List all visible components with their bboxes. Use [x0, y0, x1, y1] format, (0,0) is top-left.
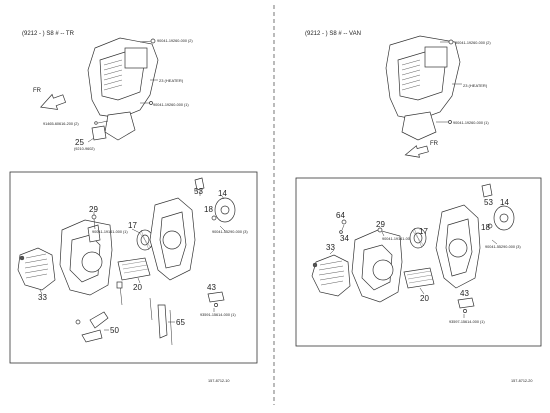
- right-label-18: 18: [481, 223, 490, 232]
- left-heater-unit: [87, 37, 159, 141]
- right-detail-box: [295, 177, 542, 347]
- right-label-heater: 23 (HEATER): [463, 83, 488, 88]
- left-pn-clip-mid: 90041-19260-000 (1): [153, 103, 189, 107]
- left-label-17: 17: [128, 221, 137, 230]
- right-header: (9212 - ) S8 # -- VAN: [305, 31, 361, 37]
- left-right-housing: [149, 197, 196, 281]
- left-label-29: 29: [89, 205, 98, 214]
- right-part-14-motor: [493, 205, 515, 231]
- left-detail-box: [9, 171, 258, 364]
- left-footer: 157-8712-10: [208, 379, 230, 383]
- left-part-20-filter: [117, 257, 151, 281]
- right-part-43: [457, 297, 475, 309]
- right-footer: 157-8712-20: [511, 379, 533, 383]
- left-label-25: 25: [75, 138, 84, 147]
- left-label-18: 18: [204, 205, 213, 214]
- right-label-53: 53: [484, 198, 493, 207]
- left-pn-29: 90041-19141-000 (1): [92, 230, 128, 234]
- right-pn-clip-top: 90041-19260-000 (2): [455, 41, 491, 45]
- right-pn-43: 93597-15614-000 (1): [449, 320, 485, 324]
- left-header: (9212 - ) S8 # -- TR: [22, 31, 75, 37]
- left-part-33: [17, 247, 56, 291]
- left-pn-43: 93591-15614-000 (1): [200, 313, 236, 317]
- right-label-64: 64: [336, 211, 345, 220]
- right-label-fr: FR: [430, 141, 439, 147]
- left-part-43: [207, 291, 225, 303]
- left-part-14-motor: [214, 197, 236, 223]
- right-part-53: [481, 183, 493, 198]
- right-main-housing: [351, 229, 403, 303]
- left-label-53: 53: [194, 187, 203, 196]
- right-pn-29: 90041-19141-000 (1): [382, 237, 418, 241]
- right-pn-clip-mid: 90041-19260-000 (1): [453, 121, 489, 125]
- left-linkage-parts: [75, 281, 173, 346]
- left-part-25-shape: [91, 125, 107, 141]
- right-right-housing: [435, 204, 481, 289]
- left-label-50: 50: [110, 326, 119, 335]
- right-label-14: 14: [500, 198, 509, 207]
- left-label-25-sub: (9210-9602): [74, 147, 95, 151]
- right-part-20-filter: [403, 267, 435, 289]
- right-label-17: 17: [419, 227, 428, 236]
- right-label-29: 29: [376, 220, 385, 229]
- right-fr-arrow-icon: [404, 145, 429, 158]
- left-label-33: 33: [38, 293, 47, 302]
- left-pn-bolt: 91465-60616-200 (2): [43, 122, 79, 126]
- left-pn-clip-top: 90041-19260-000 (2): [157, 39, 193, 43]
- right-heater-unit: [385, 35, 461, 141]
- right-panel: (9212 - ) S8 # -- VAN 90041-19260-000 (2…: [295, 31, 542, 383]
- left-label-20: 20: [133, 283, 142, 292]
- right-label-20: 20: [420, 294, 429, 303]
- left-label-heater: 23 (HEATER): [159, 78, 184, 83]
- right-label-33: 33: [326, 243, 335, 252]
- left-label-43: 43: [207, 283, 216, 292]
- right-label-43: 43: [460, 289, 469, 298]
- right-part-33: [311, 254, 351, 297]
- left-label-65: 65: [176, 318, 185, 327]
- left-part-53: [194, 177, 205, 191]
- left-label-14: 14: [218, 189, 227, 198]
- right-pn-18: 90041-55290-000 (3): [485, 245, 521, 249]
- right-label-34: 34: [340, 234, 349, 243]
- left-fr-arrow-icon: [40, 93, 67, 110]
- left-label-fr: FR: [33, 88, 42, 94]
- left-panel: (9212 - ) S8 # -- TR 90041-19260-000 (2)…: [9, 31, 258, 383]
- left-pn-18: 90041-55290-000 (3): [212, 230, 248, 234]
- right-part-17-fan: [409, 227, 427, 249]
